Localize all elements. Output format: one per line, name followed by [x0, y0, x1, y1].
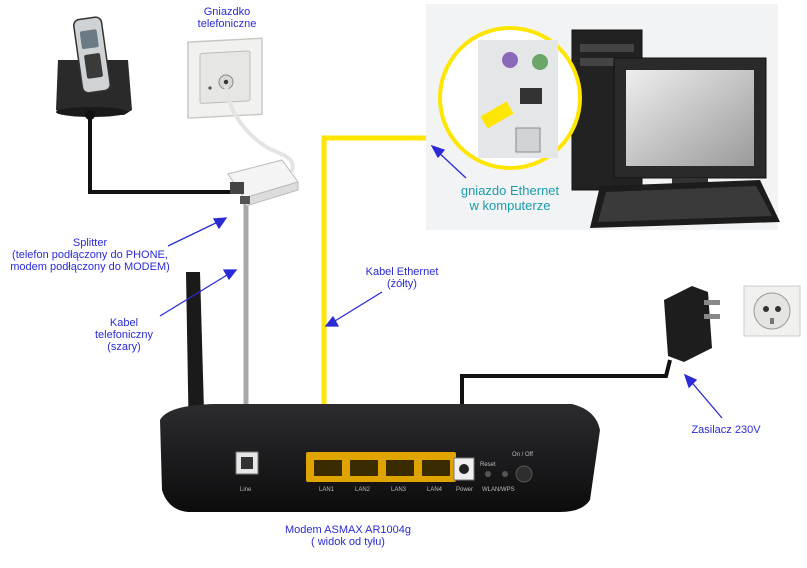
port-label-onoff: On / Off	[512, 452, 533, 458]
modem-label-line1: Modem ASMAX AR1004g	[285, 524, 411, 536]
modem-label-line2: ( widok od tyłu)	[311, 536, 385, 548]
phone-cable-label-line3: (szary)	[107, 341, 141, 353]
wall-socket-label: Gniazdko telefoniczne	[185, 6, 269, 30]
ethernet-port-label-line2: w komputerze	[469, 198, 551, 213]
wall-phone-socket	[187, 37, 263, 119]
splitter-label-line3: modem podłączony do MODEM)	[10, 261, 170, 273]
ethernet-cable-label-line2: (żółty)	[387, 278, 417, 290]
splitter-label-line2: (telefon podłączony do PHONE,	[12, 249, 168, 261]
ethernet-cable-label-line1: Kabel Ethernet	[365, 266, 439, 278]
wall-socket-label-line2: telefoniczne	[197, 18, 257, 30]
port-label-lan3: LAN3	[391, 487, 407, 493]
port-label-lan4: LAN4	[427, 487, 443, 493]
phone-cable-label-line2: telefoniczny	[94, 329, 154, 341]
cordless-phone	[56, 16, 132, 117]
modem-asmax	[160, 272, 600, 512]
port-label-reset: Reset	[480, 462, 496, 468]
ethernet-cable-yellow	[321, 135, 466, 462]
wall-socket-label-line1: Gniazdko	[203, 6, 251, 18]
power-adapter	[664, 286, 720, 362]
power-adapter-label: Zasilacz 230V	[676, 424, 776, 436]
computer-photo	[426, 4, 780, 230]
ethernet-cable-label: Kabel Ethernet (żółty)	[352, 266, 452, 290]
port-label-wlan: WLAN/WPS	[482, 487, 515, 493]
ethernet-port-label-line1: gniazdo Ethernet	[460, 183, 560, 198]
wall-to-splitter-cable	[224, 85, 295, 173]
power-adapter-label-text: Zasilacz 230V	[691, 424, 761, 436]
modem-antenna	[186, 272, 205, 445]
splitter-label-line1: Splitter	[72, 237, 108, 249]
port-label-line: Line	[240, 487, 252, 493]
port-label-lan1: LAN1	[319, 487, 335, 493]
port-label-power: Power	[456, 487, 474, 493]
phone-cable-label-line1: Kabel	[109, 317, 139, 329]
splitter	[227, 159, 299, 207]
wall-power-socket	[743, 285, 801, 337]
ethernet-port-label: gniazdo Ethernet w komputerze	[444, 183, 576, 213]
phone-cable-black	[85, 110, 232, 194]
modem-label: Modem ASMAX AR1004g ( widok od tyłu)	[268, 524, 428, 548]
pointer-arrows	[159, 144, 723, 419]
port-label-lan2: LAN2	[355, 487, 371, 493]
splitter-label: Splitter (telefon podłączony do PHONE, m…	[0, 237, 180, 273]
phone-cable-label: Kabel telefoniczny (szary)	[86, 317, 162, 353]
